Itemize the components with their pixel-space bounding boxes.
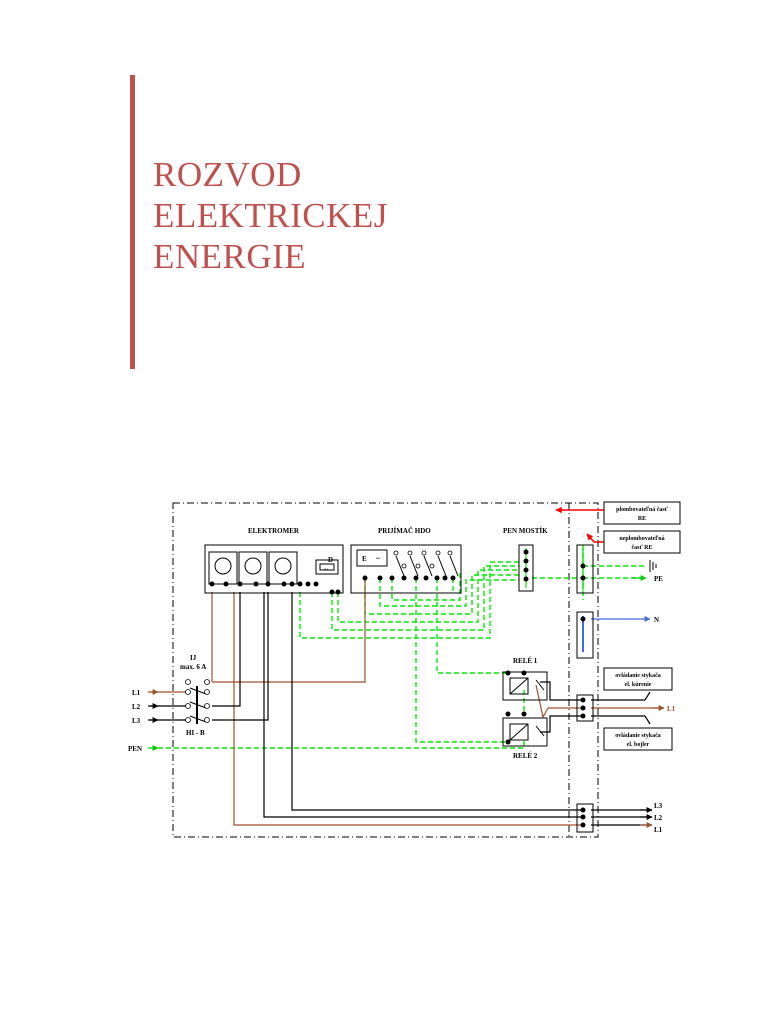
callout-boiler-line1: ovládanie stykača — [615, 733, 661, 739]
callout-unsealable-line2: časť RE — [632, 545, 653, 551]
label-relay1: RELÉ 1 — [513, 657, 538, 665]
input-l1: L1 — [132, 689, 141, 697]
title-line-2: ELEKTRICKEJ — [153, 196, 388, 235]
relays — [502, 671, 548, 747]
earth-symbol — [649, 560, 657, 572]
title-line-3: ENERGIE — [153, 237, 307, 276]
callout-heating-line2: el. kúrenie — [625, 682, 652, 688]
label-meter-d: D — [328, 556, 333, 564]
label-breaker-bottom: HI - B — [186, 729, 205, 737]
label-meter-d-symbol: ~ — [324, 566, 328, 574]
document-title: ROZVOD ELEKTRICKEJ ENERGIE — [153, 154, 388, 277]
output-l1-control: L1 — [667, 705, 676, 713]
output-l1: L1 — [654, 826, 663, 834]
terminal-blocks — [576, 544, 594, 833]
callout-arrows — [555, 506, 604, 543]
callout-boxes — [603, 501, 681, 751]
input-l3: L3 — [132, 717, 141, 725]
callout-heating-line1: ovládanie stykača — [615, 673, 661, 679]
accent-bar — [130, 75, 135, 369]
label-hdo-e-symbol: ~ — [376, 555, 380, 563]
title-line-1: ROZVOD — [153, 155, 302, 194]
callout-unsealable-line1: neplombovateľná — [619, 536, 664, 542]
enclosure-boundary — [172, 502, 599, 838]
input-pen: PEN — [128, 745, 142, 753]
input-l2: L2 — [132, 703, 141, 711]
breaker-contacts — [185, 679, 210, 723]
pe-wires — [158, 545, 646, 749]
output-l2: L2 — [654, 814, 663, 822]
callout-sealable-line2: RE — [638, 516, 646, 522]
label-hdo: PRIJÍMAČ HDO — [378, 527, 431, 535]
label-pen-bridge: PEN MOSTÍK — [503, 527, 548, 535]
output-pe: PE — [654, 575, 663, 583]
meter-terminals — [209, 581, 341, 595]
label-breaker-top: IJ — [190, 654, 197, 662]
output-arrows — [148, 575, 665, 828]
hdo-block — [350, 544, 462, 594]
label-meter: ELEKTROMER — [248, 527, 300, 535]
relay-terminals — [505, 670, 527, 745]
label-breaker-rating: max. 6 A — [180, 663, 206, 671]
label-hdo-e: E — [362, 555, 367, 563]
hdo-contact-dots — [393, 550, 453, 569]
label-relay2: RELÉ 2 — [513, 752, 538, 760]
breaker — [189, 686, 207, 724]
hdo-terminals — [362, 575, 456, 581]
pen-bridge — [518, 544, 534, 592]
callout-sealable-line1: plombovateľná časť — [616, 507, 669, 513]
phase-wires — [150, 578, 664, 826]
output-l3: L3 — [654, 802, 663, 810]
output-n: N — [654, 616, 659, 624]
callout-boiler-line2: el. bojler — [627, 742, 650, 748]
